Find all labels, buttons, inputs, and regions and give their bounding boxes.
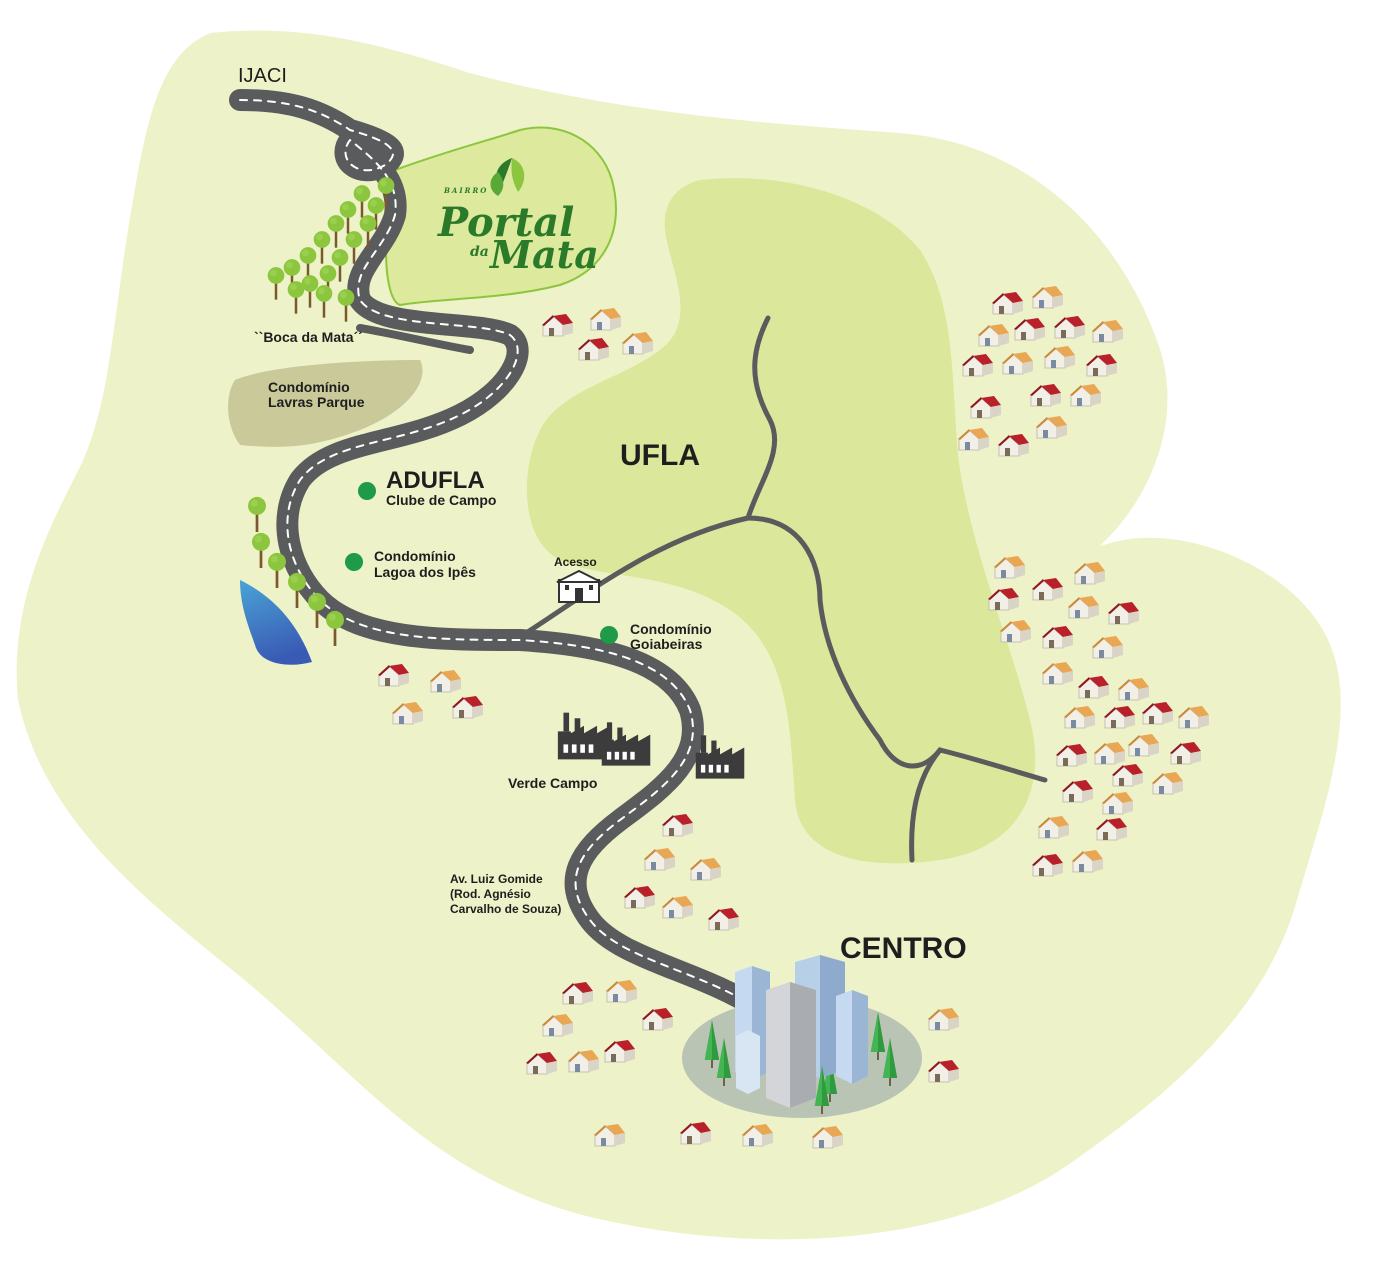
label-verde-campo: Verde Campo (508, 775, 597, 791)
label-avenida-3: Carvalho de Souza) (450, 902, 561, 916)
label-condominio-lagoa-1: Condomínio (374, 548, 456, 564)
centro-city (682, 955, 922, 1118)
label-ijaci: IJACI (238, 65, 287, 87)
label-condominio-lagoa-2: Lagoa dos Ipês (374, 564, 476, 580)
logo-portal-da-mata: BAIRRO Portal da Mata (437, 158, 599, 277)
building-icon (556, 569, 602, 603)
logo-portal: Portal (437, 199, 574, 246)
label-boca-da-mata: ``Boca da Mata´´ (254, 329, 363, 345)
lake (240, 580, 312, 665)
main-road (229, 89, 771, 1021)
label-avenida-1: Av. Luiz Gomide (450, 872, 543, 886)
logo-mata: Mata (488, 232, 599, 277)
label-adufla-sub: Clube de Campo (386, 492, 496, 508)
logo-da: da (470, 244, 489, 260)
label-condominio-goiabeiras-2: Goiabeiras (630, 636, 703, 652)
location-dot-icon (358, 482, 376, 500)
label-acesso: Acesso (554, 555, 597, 569)
label-condominio-lavras-2: Lavras Parque (268, 394, 365, 410)
label-avenida-2: (Rod. Agnésio (450, 887, 531, 901)
label-centro: CENTRO (840, 932, 967, 965)
region-ufla (526, 178, 1036, 864)
region-land (10, 24, 1347, 1246)
region-condominio-lavras-parque (228, 360, 423, 447)
logo-bairro: BAIRRO (443, 186, 488, 195)
ufla-roads (512, 315, 1048, 863)
location-dot-icon (600, 626, 618, 644)
leaf-icon (490, 158, 525, 196)
skyscraper-icon (766, 982, 816, 1108)
skyscraper-icon (736, 1030, 760, 1094)
label-condominio-goiabeiras-1: Condomínio (630, 621, 712, 637)
location-dot-icon (345, 553, 363, 571)
skyscraper-icon (836, 990, 868, 1084)
label-ufla: UFLA (620, 439, 700, 472)
label-condominio-lavras-1: Condomínio (268, 379, 350, 395)
label-adufla: ADUFLA (386, 467, 485, 494)
region-portal-da-mata (384, 126, 617, 307)
